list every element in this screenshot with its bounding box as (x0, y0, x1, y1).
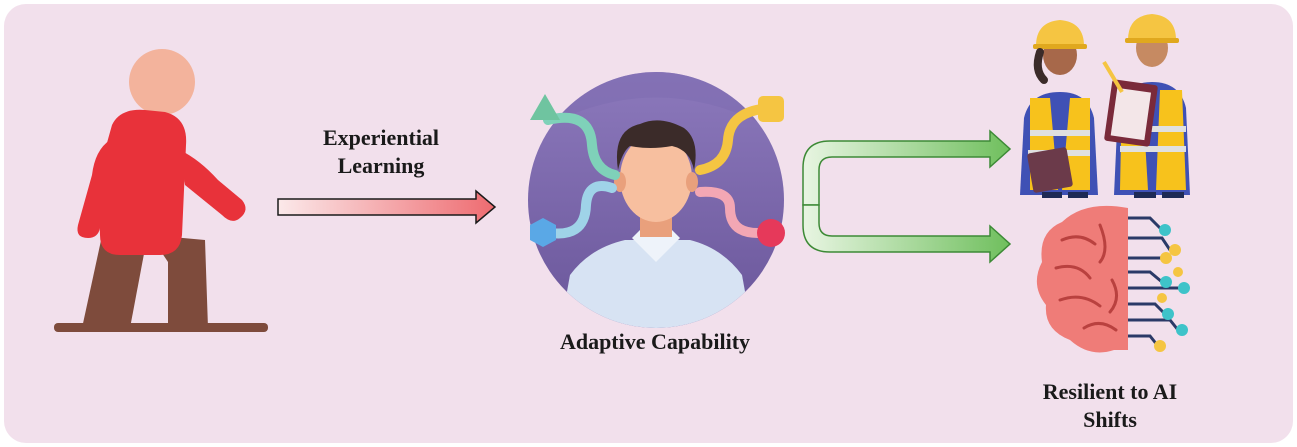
hexagon-node-icon (530, 218, 556, 247)
resilient-label-line2: Shifts (1083, 407, 1137, 432)
triangle-node-icon (530, 94, 560, 120)
construction-workers-icon (1020, 14, 1190, 198)
square-node-icon (758, 96, 784, 122)
experiential-learning-label: Experiential Learning (296, 124, 466, 180)
resilient-label: Resilient to AI Shifts (1010, 378, 1210, 434)
circle-node-icon (757, 219, 785, 247)
experiential-label-line2: Learning (337, 153, 425, 178)
adaptive-mind-icon (528, 72, 785, 328)
resilience-arrows (802, 129, 1012, 264)
resilient-label-line1: Resilient to AI (1042, 379, 1178, 404)
experiential-label-line1: Experiential (322, 125, 440, 150)
experiential-arrow (277, 189, 497, 225)
ai-brain-icon (1036, 205, 1190, 353)
adaptive-capability-label: Adaptive Capability (559, 329, 751, 354)
walking-person-icon (54, 49, 268, 332)
